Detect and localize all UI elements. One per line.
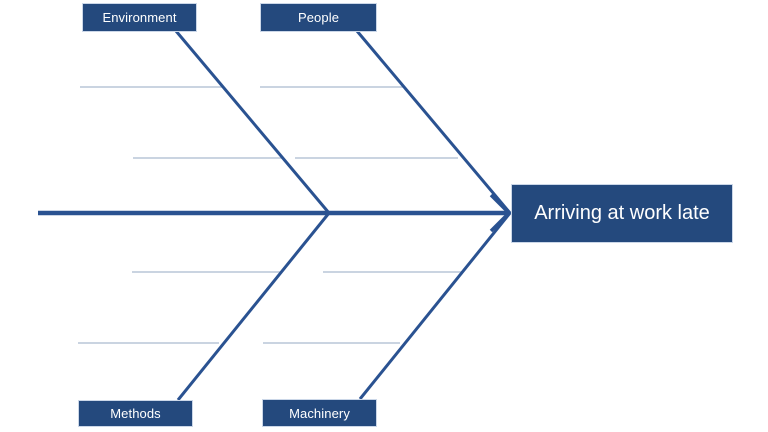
category-label-people: People xyxy=(297,10,340,25)
spine-arrowhead xyxy=(489,193,512,233)
methods-bone-line xyxy=(176,212,331,401)
effect-box: Arriving at work late xyxy=(511,184,733,243)
category-label-methods: Methods xyxy=(110,406,161,421)
category-box-machinery: Machinery xyxy=(262,399,377,427)
effect-label: Arriving at work late xyxy=(534,202,710,224)
category-box-methods: Methods xyxy=(78,400,193,427)
people-bone-line xyxy=(355,30,512,214)
machinery-bone-line xyxy=(358,212,512,400)
category-box-people: People xyxy=(260,3,377,32)
category-label-environment: Environment xyxy=(102,10,177,25)
environment-bone-line xyxy=(174,30,331,214)
category-box-environment: Environment xyxy=(82,3,197,32)
category-label-machinery: Machinery xyxy=(289,405,350,421)
